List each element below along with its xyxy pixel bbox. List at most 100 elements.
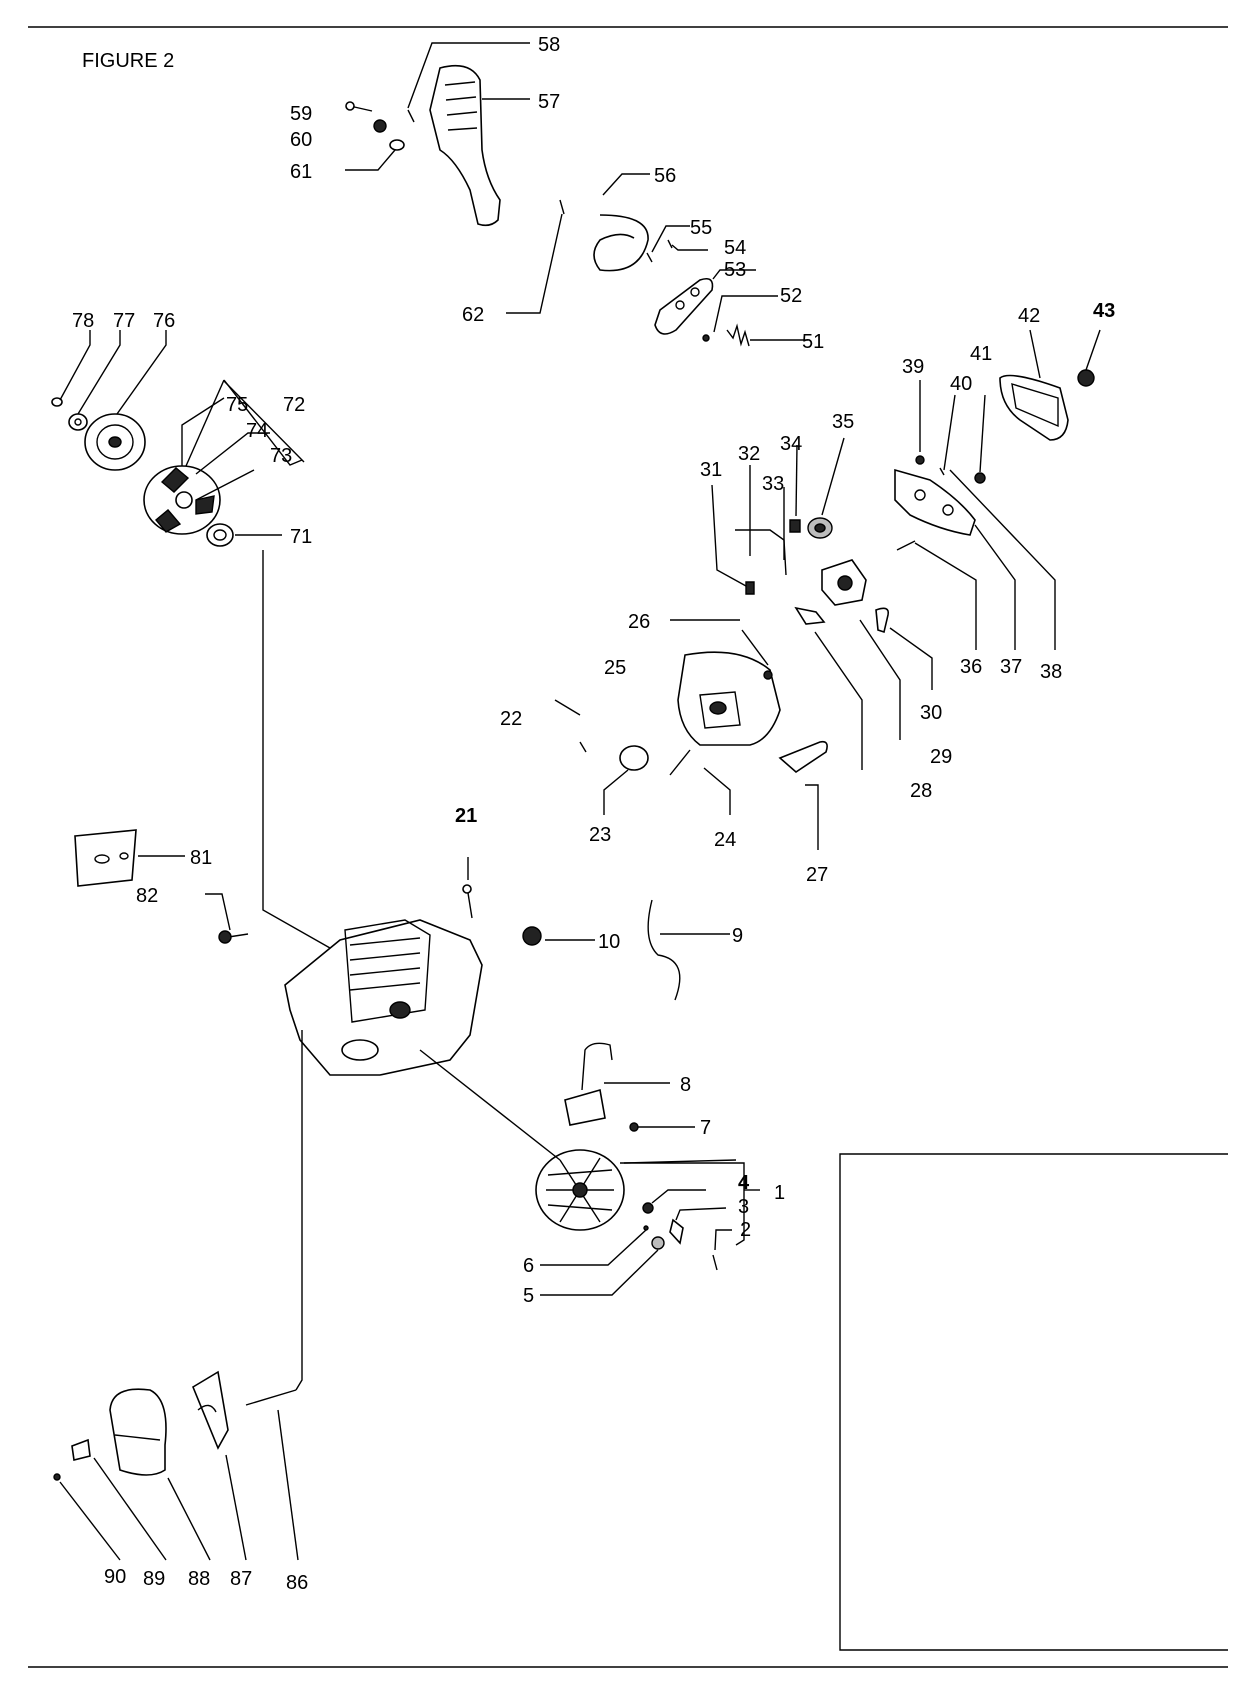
engine-crankcase xyxy=(284,919,483,1076)
label-22: 22 xyxy=(500,708,522,730)
part-72-clutch xyxy=(143,465,221,535)
label-2: 2 xyxy=(740,1219,751,1241)
part-7-screw xyxy=(629,1122,639,1132)
figure-title: FIGURE 2 xyxy=(82,50,175,72)
label-73: 73 xyxy=(270,445,292,467)
part-10-nut xyxy=(522,926,542,946)
label-26: 26 xyxy=(628,611,650,633)
label-21: 21 xyxy=(455,805,477,827)
part-88-muffler xyxy=(109,1388,167,1476)
label-43: 43 xyxy=(1093,300,1115,322)
part-25-housing xyxy=(677,651,781,746)
part-89-plate xyxy=(71,1438,91,1461)
part-86-bolt xyxy=(245,1389,297,1406)
label-90: 90 xyxy=(104,1566,126,1588)
label-58: 58 xyxy=(538,34,560,56)
part-42-air-filter xyxy=(999,374,1069,441)
label-9: 9 xyxy=(732,925,743,947)
label-88: 88 xyxy=(188,1568,210,1590)
part-57-handle xyxy=(429,64,501,227)
label-1: 1 xyxy=(774,1182,785,1204)
label-54: 54 xyxy=(724,237,746,259)
label-89: 89 xyxy=(143,1568,165,1590)
part-4-spring xyxy=(642,1202,654,1214)
label-56: 56 xyxy=(654,165,676,187)
callout-labels: 58 57 59 60 61 56 55 54 53 52 51 62 78 7… xyxy=(72,34,1115,1594)
label-87: 87 xyxy=(230,1568,252,1590)
part-29-carburetor xyxy=(821,559,867,606)
label-34: 34 xyxy=(780,433,802,455)
part-39-screw xyxy=(915,455,925,465)
label-6: 6 xyxy=(523,1255,534,1277)
part-8-coil xyxy=(564,1042,613,1126)
part-6-pin xyxy=(643,1225,649,1231)
part-24-bolt xyxy=(669,749,691,776)
label-39: 39 xyxy=(902,356,924,378)
part-76-drum xyxy=(84,413,146,471)
label-74: 74 xyxy=(246,420,268,442)
part-28-gasket xyxy=(794,606,826,625)
part-60-nut xyxy=(373,119,387,133)
label-57: 57 xyxy=(538,91,560,113)
label-51: 51 xyxy=(802,331,824,353)
part-56-brake-band xyxy=(593,214,649,272)
part-27-lever xyxy=(778,740,828,774)
label-25: 25 xyxy=(604,657,626,679)
part-77-washer xyxy=(68,413,88,431)
label-5: 5 xyxy=(523,1285,534,1307)
label-4: 4 xyxy=(738,1172,750,1194)
label-32: 32 xyxy=(738,443,760,465)
part-3-pawl xyxy=(669,1218,684,1245)
label-24: 24 xyxy=(714,829,736,851)
part-26-screw xyxy=(763,670,773,680)
label-23: 23 xyxy=(589,824,611,846)
part-31-clip xyxy=(745,581,755,595)
part-52-nut xyxy=(702,334,710,342)
parts-table-frame xyxy=(839,1153,1228,1651)
part-22-pin xyxy=(579,741,587,753)
part-87-gasket xyxy=(191,1370,229,1450)
label-59: 59 xyxy=(290,103,312,125)
label-55: 55 xyxy=(690,217,712,239)
part-37-plate xyxy=(894,468,976,536)
label-40: 40 xyxy=(950,373,972,395)
part-41-spacer xyxy=(974,472,986,484)
label-7: 7 xyxy=(700,1117,711,1139)
label-30: 30 xyxy=(920,702,942,724)
part-78-clip xyxy=(51,397,63,407)
label-61: 61 xyxy=(290,161,312,183)
label-53: 53 xyxy=(724,259,746,281)
label-31: 31 xyxy=(700,459,722,481)
part-9-wire xyxy=(647,899,681,1001)
label-10: 10 xyxy=(598,931,620,953)
label-28: 28 xyxy=(910,780,932,802)
part-36-bolt xyxy=(896,540,916,551)
part-5-nut xyxy=(651,1236,665,1250)
part-58-pin xyxy=(407,109,415,123)
part-21-bolt xyxy=(462,884,473,919)
part-59-bolt xyxy=(345,101,373,112)
label-3: 3 xyxy=(738,1196,749,1218)
label-82: 82 xyxy=(136,885,158,907)
part-61-washer xyxy=(389,139,405,151)
part-35-primer xyxy=(807,517,833,539)
label-72: 72 xyxy=(283,394,305,416)
part-2-screw xyxy=(712,1254,718,1271)
part-43-nut xyxy=(1077,369,1095,387)
part-62-pin xyxy=(559,199,565,215)
part-82-tensioner xyxy=(218,930,249,944)
label-60: 60 xyxy=(290,129,312,151)
part-54-pin xyxy=(667,239,673,249)
part-55-pin xyxy=(646,252,653,263)
label-86: 86 xyxy=(286,1572,308,1594)
label-29: 29 xyxy=(930,746,952,768)
label-36: 36 xyxy=(960,656,982,678)
part-71-washer xyxy=(206,523,234,547)
label-27: 27 xyxy=(806,864,828,886)
label-33: 33 xyxy=(762,473,784,495)
label-8: 8 xyxy=(680,1074,691,1096)
leader-lines xyxy=(59,42,1101,1561)
part-23-sleeve xyxy=(619,745,649,771)
part-30-lever xyxy=(875,607,890,634)
label-62: 62 xyxy=(462,304,484,326)
